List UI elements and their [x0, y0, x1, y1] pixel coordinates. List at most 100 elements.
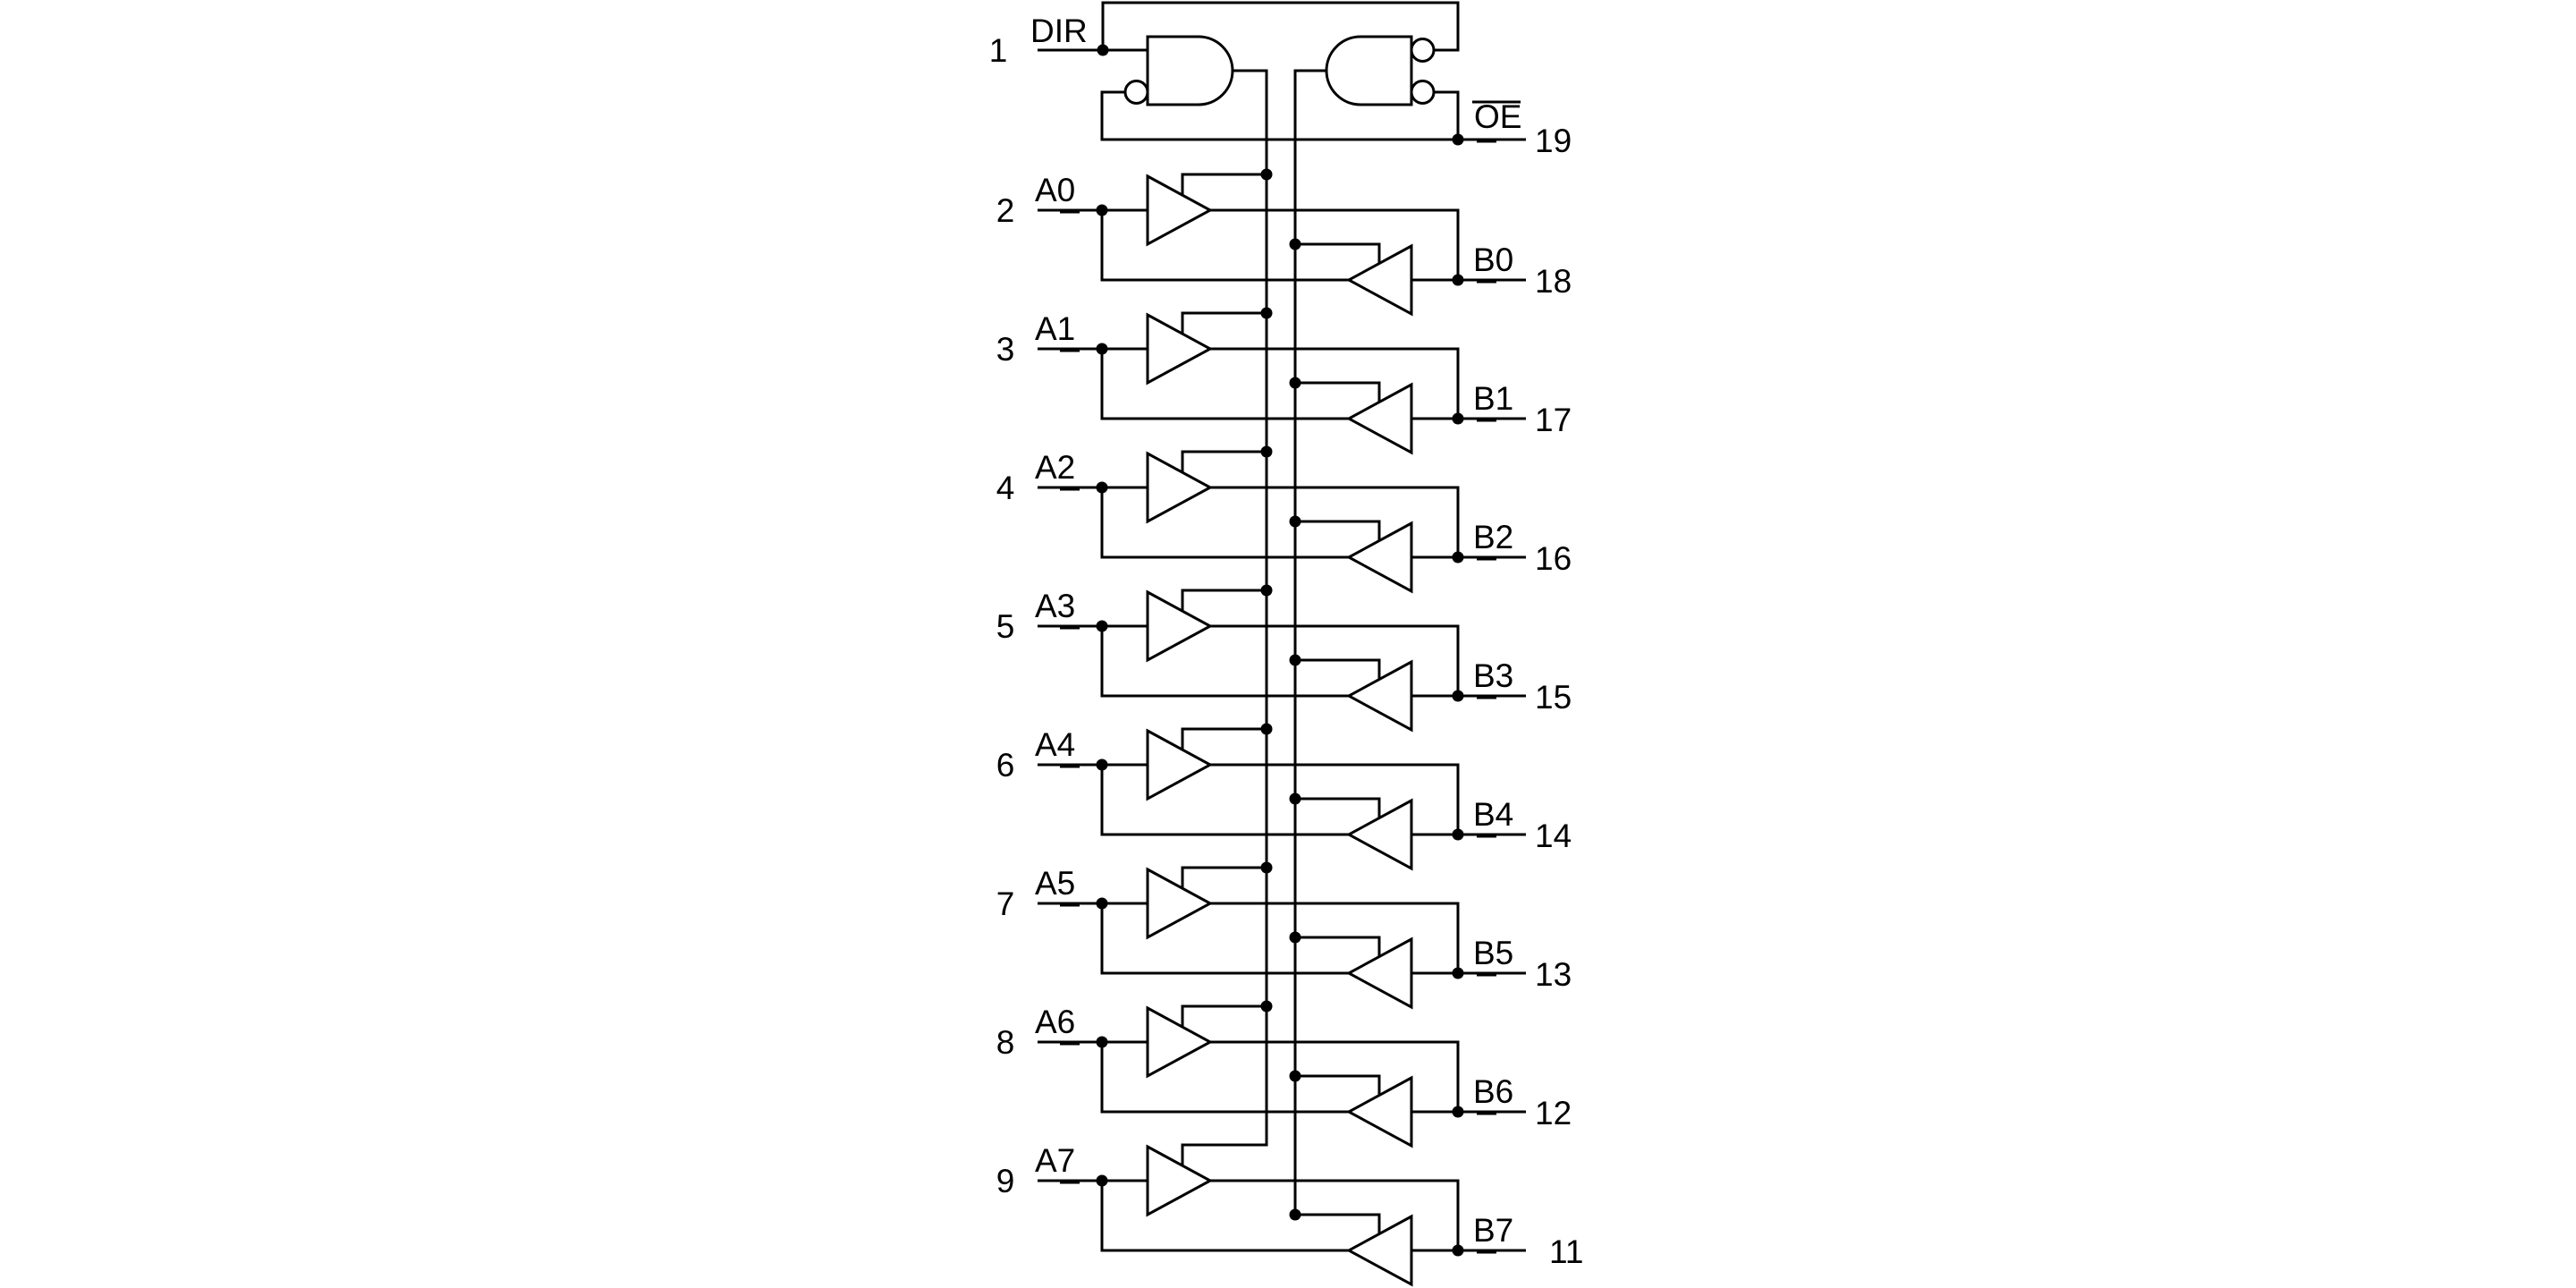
b-pin-number: 18	[1535, 263, 1572, 300]
b-pin-number: 11	[1549, 1233, 1583, 1270]
a-port-label: A5	[1035, 865, 1075, 902]
a-to-b-wire	[1210, 347, 1460, 419]
a-buffer-enable-wire	[1181, 173, 1267, 198]
a-junction-dot	[1096, 343, 1108, 355]
a-pin-number: 3	[996, 331, 1015, 368]
b-enable-junction-dot	[1289, 238, 1301, 250]
b-pin-number: 12	[1535, 1095, 1572, 1131]
a-to-b-wire	[1210, 1179, 1460, 1250]
b-buffer-enable-wire	[1295, 658, 1381, 683]
b-to-a-wire	[1100, 626, 1349, 698]
b-buffer-enable-wire	[1295, 797, 1381, 822]
b-junction-dot	[1452, 690, 1464, 702]
b-buffer-triangle	[1345, 521, 1413, 594]
dir-top-rail-wire	[1101, 1, 1460, 52]
a-port-label: A1	[1035, 310, 1075, 347]
and-gate-b-direction	[1325, 35, 1413, 106]
b-enable-junction-dot	[1289, 931, 1301, 944]
b-port-label: B2	[1473, 519, 1513, 555]
a-enable-junction-dot	[1260, 307, 1273, 319]
a-junction-dot	[1096, 758, 1108, 771]
b-port-label: B6	[1473, 1073, 1513, 1110]
a-enable-junction-dot	[1260, 168, 1273, 181]
a-port-label: A7	[1035, 1142, 1075, 1179]
b-port-label: B1	[1473, 380, 1513, 417]
a-enable-junction-dot	[1260, 723, 1273, 735]
b-pin-number: 16	[1535, 540, 1572, 577]
b-buffer-enable-wire	[1295, 1074, 1381, 1099]
b-enable-junction-dot	[1289, 1070, 1301, 1082]
a-buffer-triangle	[1146, 867, 1214, 940]
oe-pin-number: 19	[1535, 123, 1572, 159]
b-enable-junction-dot	[1289, 792, 1301, 805]
b-port-label: B7	[1473, 1212, 1513, 1249]
a-junction-dot	[1096, 1036, 1108, 1048]
b-junction-dot	[1452, 967, 1464, 979]
oe-input-wire	[1100, 90, 1526, 141]
a-to-b-wire	[1210, 1040, 1460, 1112]
b-buffer-enable-wire	[1295, 242, 1381, 267]
oe-gate-feed-wire	[1434, 90, 1460, 140]
b-buffer-enable-wire	[1295, 936, 1381, 961]
dir-junction-dot	[1097, 44, 1109, 56]
a-buffer-enable-wire	[1181, 450, 1267, 475]
b-port-label: B0	[1473, 242, 1513, 278]
a-buffer-triangle	[1146, 728, 1214, 801]
b-buffer-enable-wire	[1295, 381, 1381, 406]
a-buffer-triangle	[1146, 589, 1214, 663]
a-pin-number: 6	[996, 747, 1015, 784]
b-port-label: B3	[1473, 657, 1513, 694]
b-to-a-wire	[1100, 765, 1349, 836]
a-direction-enable-bus	[1181, 69, 1268, 1168]
b-buffer-triangle	[1345, 382, 1413, 455]
control-section: 1 DIR OE 19	[989, 1, 1572, 1215]
oe-label: OE	[1474, 98, 1521, 135]
a-junction-dot	[1096, 204, 1108, 216]
b-enable-junction-dot	[1289, 1208, 1301, 1221]
b-junction-dot	[1452, 1106, 1464, 1118]
b-port-label: B4	[1473, 796, 1513, 833]
a-buffer-enable-wire	[1181, 589, 1267, 614]
b-enable-junction-dot	[1289, 377, 1301, 389]
a-pin-number: 5	[996, 608, 1015, 645]
b-buffer-triangle	[1345, 936, 1413, 1010]
a-junction-dot	[1096, 481, 1108, 494]
a-buffer-triangle	[1146, 1005, 1214, 1079]
a-port-label: A2	[1035, 449, 1075, 486]
dir-label: DIR	[1030, 13, 1088, 49]
b-port-label: B5	[1473, 935, 1513, 971]
inverter-bubble-oe-right-gate	[1410, 80, 1436, 105]
b-junction-dot	[1452, 274, 1464, 286]
dir-pin-number: 1	[989, 32, 1008, 69]
a-port-label: A4	[1035, 726, 1075, 763]
and-gate-a-direction	[1146, 35, 1234, 106]
b-pin-number: 13	[1535, 956, 1572, 993]
b-pin-number: 14	[1535, 818, 1572, 854]
a-port-label: A3	[1035, 588, 1075, 624]
a-to-b-wire	[1210, 902, 1460, 973]
a-port-label: A0	[1035, 172, 1075, 208]
b-buffer-triangle	[1345, 243, 1413, 317]
b-buffer-triangle	[1345, 1075, 1413, 1148]
a-junction-dot	[1096, 1174, 1108, 1187]
a-to-b-wire	[1210, 624, 1460, 696]
b-to-a-wire	[1100, 487, 1349, 559]
a-buffer-triangle	[1146, 174, 1214, 247]
b-buffer-triangle	[1345, 659, 1413, 733]
b-to-a-wire	[1100, 1181, 1349, 1252]
b-to-a-wire	[1100, 349, 1349, 420]
b-junction-dot	[1452, 551, 1464, 564]
a-buffer-triangle	[1146, 1144, 1214, 1217]
inverter-bubble-oe-left-gate	[1123, 80, 1149, 105]
a-buffer-triangle	[1146, 312, 1214, 386]
b-buffer-triangle	[1345, 798, 1413, 871]
a-pin-number: 7	[996, 886, 1015, 922]
